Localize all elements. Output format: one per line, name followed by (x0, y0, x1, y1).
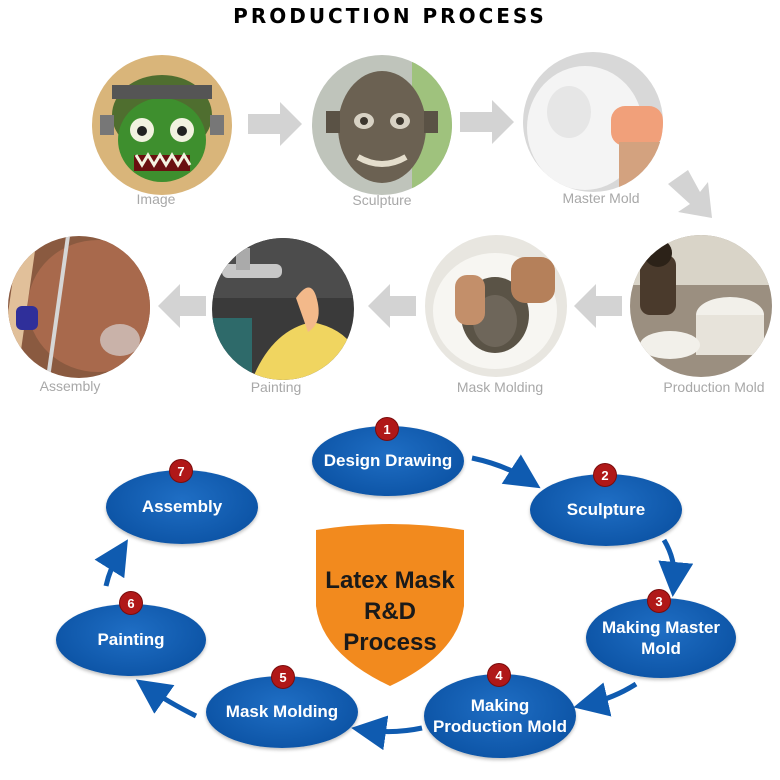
step-caption-master-mold: Master Mold (562, 190, 640, 206)
cycle-arrow-1-2 (471, 454, 541, 489)
arrow-down-right-icon (668, 170, 712, 218)
cycle-step-painting: Painting (56, 604, 206, 676)
latex-pouring-icon (425, 235, 567, 377)
step-number-badge: 4 (488, 664, 510, 686)
arrow-right-icon (460, 100, 514, 144)
step-caption-mask-molding: Mask Molding (456, 379, 544, 395)
cycle-step-making-production-mold: Making Production Mold (424, 674, 576, 758)
step-caption-assembly: Assembly (39, 378, 101, 394)
zombie-illustration-icon (92, 55, 232, 195)
cycle-step-assembly: Assembly (106, 470, 258, 544)
cycle-step-design-drawing: Design Drawing (312, 426, 464, 496)
step-number-badge: 5 (272, 666, 294, 688)
photo-flow-arrows (158, 100, 712, 328)
arrow-left-icon (158, 284, 206, 328)
step-number-badge: 7 (170, 460, 192, 482)
center-title-line1: Latex Mask (325, 567, 455, 594)
step-caption-sculpture: Sculpture (352, 192, 412, 208)
step-number-badge: 6 (120, 592, 142, 614)
cycle-arrow-2-3 (658, 538, 694, 597)
cycle-step-mask-molding: Mask Molding (206, 676, 358, 748)
center-title-line2: R&D Process (343, 598, 437, 657)
center-title: Latex Mask R&D Process (314, 565, 466, 659)
cycle-arrows (94, 454, 694, 751)
step-caption-image: Image (136, 191, 176, 207)
center-shield (316, 524, 464, 686)
step-number-badge: 3 (648, 590, 670, 612)
step-caption-production-mold: Production Mold (663, 379, 765, 395)
cycle-arrow-5-6 (135, 679, 198, 719)
cycle-step-sculpture: Sculpture (530, 474, 682, 546)
cycle-arrow-6-7 (94, 539, 128, 587)
step-number-badge: 2 (594, 464, 616, 486)
step-caption-painting: Painting (250, 379, 302, 395)
arrow-right-icon (248, 102, 302, 146)
mold-workshop-icon (630, 235, 772, 377)
cycle-arrow-4-5 (351, 715, 423, 751)
plaster-mold-icon (523, 52, 663, 192)
cycle-arrow-3-4 (573, 681, 638, 717)
arrow-left-icon (368, 284, 416, 328)
step-number-badge: 1 (376, 418, 398, 440)
hair-trimming-icon (8, 236, 150, 378)
arrow-left-icon (574, 284, 622, 328)
page-title: PRODUCTION PROCESS (233, 4, 547, 28)
